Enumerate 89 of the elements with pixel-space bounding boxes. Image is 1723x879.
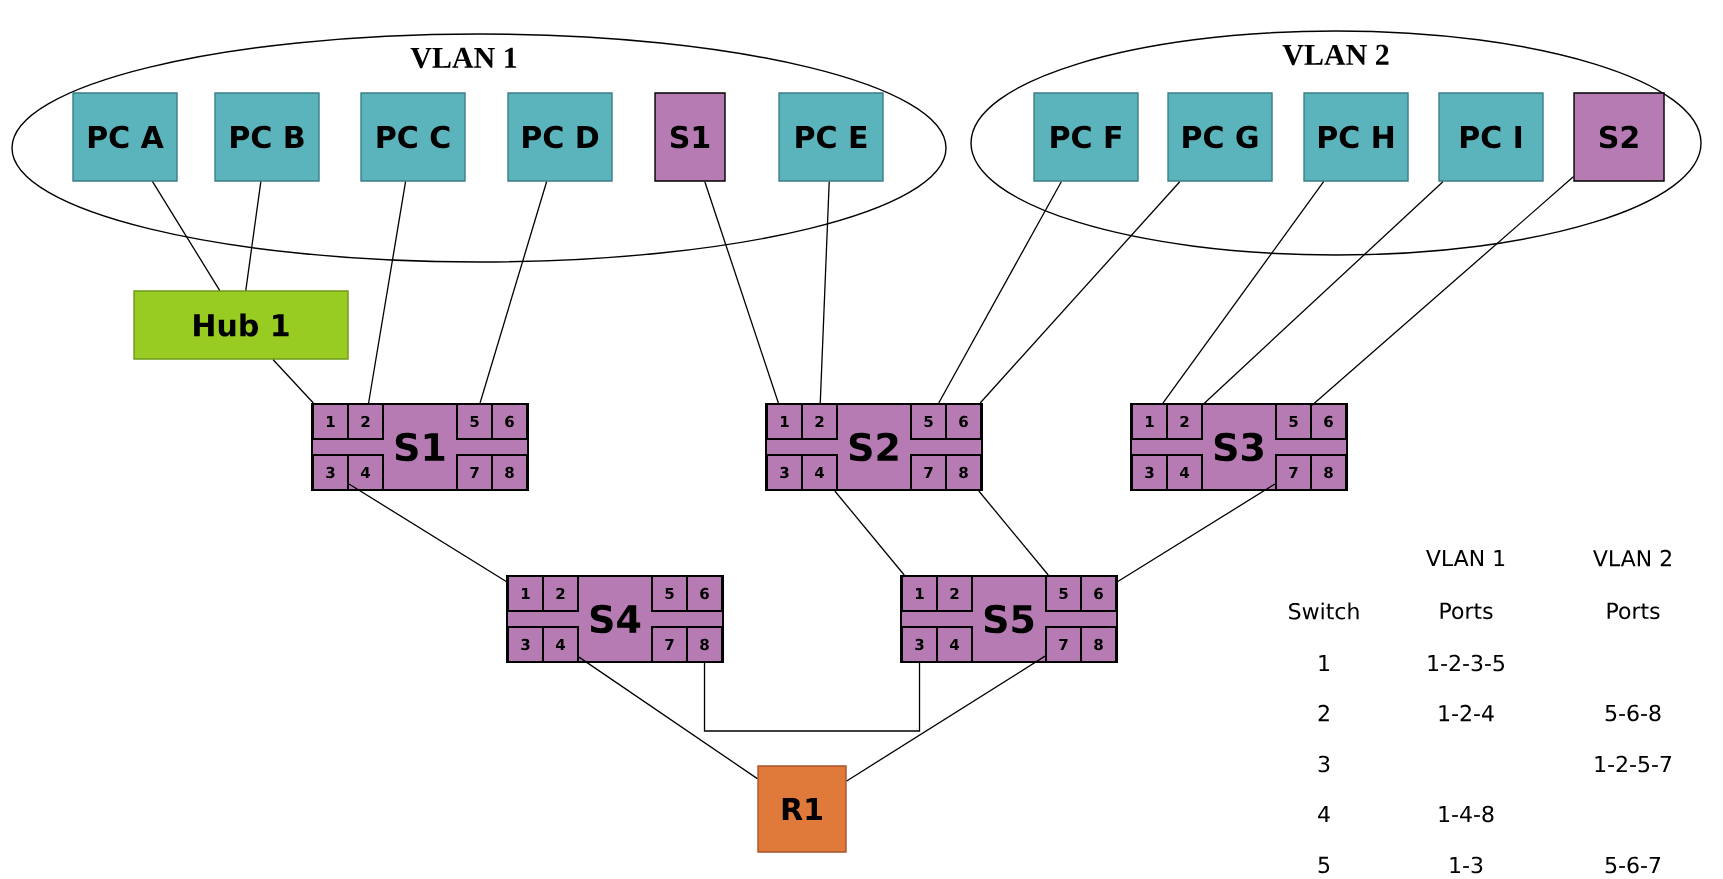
cable-line (1311, 176, 1574, 406)
port-box: 4 (801, 454, 838, 491)
pc-box: PC D (507, 92, 613, 182)
port-box: 2 (936, 575, 973, 612)
table-text: 1-4-8 (1439, 805, 1494, 823)
cable-line (703, 662, 921, 732)
table-text: VLAN 1 (1426, 550, 1505, 567)
port-box: 3 (507, 626, 544, 663)
table-text: 4 (1318, 806, 1330, 823)
table-text: 1-2-3-5 (1428, 654, 1504, 672)
port-box: 2 (542, 575, 579, 612)
port-box: 1 (766, 403, 803, 440)
pc-box: PC E (778, 92, 884, 182)
table-text: 3 (1318, 755, 1330, 773)
pc-box: PC H (1303, 92, 1409, 182)
port-box: 5 (1275, 403, 1312, 440)
port-box: 3 (312, 454, 349, 491)
cable-line (245, 181, 262, 291)
port-box: 3 (901, 626, 938, 663)
port-box: 7 (651, 626, 688, 663)
port-box: 6 (1310, 403, 1347, 440)
table-text: Ports (1440, 602, 1493, 620)
cable-line (578, 656, 758, 780)
port-box: 2 (1166, 403, 1203, 440)
port-box: 8 (1310, 454, 1347, 491)
switch-box: S1 (654, 92, 726, 182)
cable-line (938, 181, 1062, 404)
port-box: 8 (491, 454, 528, 491)
port-box: 2 (801, 403, 838, 440)
router-box: R1 (757, 765, 847, 853)
port-box: 7 (1045, 626, 1082, 663)
port-box: 6 (686, 575, 723, 612)
cable-line (1116, 483, 1276, 583)
port-box: 5 (910, 403, 947, 440)
pc-box: PC G (1167, 92, 1273, 182)
cable-line (978, 490, 1049, 576)
table-text: Switch (1289, 602, 1359, 620)
table-text: 5-6-8 (1605, 704, 1661, 722)
port-box: 4 (542, 626, 579, 663)
port-box: 2 (347, 403, 384, 440)
table-text: 5 (1318, 856, 1330, 874)
port-box: 6 (945, 403, 982, 440)
table-text: 5-6-7 (1605, 856, 1661, 874)
port-box: 5 (651, 575, 688, 612)
port-box: 8 (945, 454, 982, 491)
port-box: 1 (1131, 403, 1168, 440)
table-text: 1-2-4 (1439, 704, 1494, 722)
port-box: 8 (1080, 626, 1117, 663)
pc-box: PC C (360, 92, 466, 182)
port-box: 4 (936, 626, 973, 663)
port-box: 7 (456, 454, 493, 491)
port-box: 3 (766, 454, 803, 491)
port-box: 1 (312, 403, 349, 440)
port-box: 6 (491, 403, 528, 440)
cable-line (367, 181, 407, 404)
table-text: 1-2-5-7 (1595, 755, 1672, 773)
port-box: 1 (507, 575, 544, 612)
port-box: 7 (1275, 454, 1312, 491)
table-text: 1-3 (1450, 856, 1483, 874)
cable-line (979, 181, 1181, 404)
pc-box: PC F (1033, 92, 1139, 182)
table-text: 1 (1319, 655, 1329, 672)
cable-line (272, 359, 314, 404)
pc-box: PC B (214, 92, 320, 182)
cable-line (151, 181, 221, 291)
port-box: 7 (910, 454, 947, 491)
cable-line (1162, 181, 1325, 404)
cable-line (834, 490, 905, 576)
table-text: Ports (1607, 602, 1660, 620)
table-text: VLAN 2 (1593, 549, 1671, 567)
table-text: 2 (1318, 704, 1329, 722)
cable-line (819, 181, 830, 404)
port-box: 4 (1166, 454, 1203, 491)
pc-box: PC A (72, 92, 178, 182)
port-box: 5 (456, 403, 493, 440)
cable-line (704, 181, 779, 404)
pc-box: PC I (1438, 92, 1544, 182)
port-box: 4 (347, 454, 384, 491)
cable-line (348, 483, 508, 583)
switch-box: S2 (1573, 92, 1665, 182)
cable-line (1202, 181, 1444, 406)
port-box: 8 (686, 626, 723, 663)
cable-line (479, 181, 548, 404)
cable-line (846, 655, 1046, 782)
port-box: 6 (1080, 575, 1117, 612)
port-box: 1 (901, 575, 938, 612)
port-box: 3 (1131, 454, 1168, 491)
port-box: 5 (1045, 575, 1082, 612)
hub-box: Hub 1 (133, 290, 349, 360)
